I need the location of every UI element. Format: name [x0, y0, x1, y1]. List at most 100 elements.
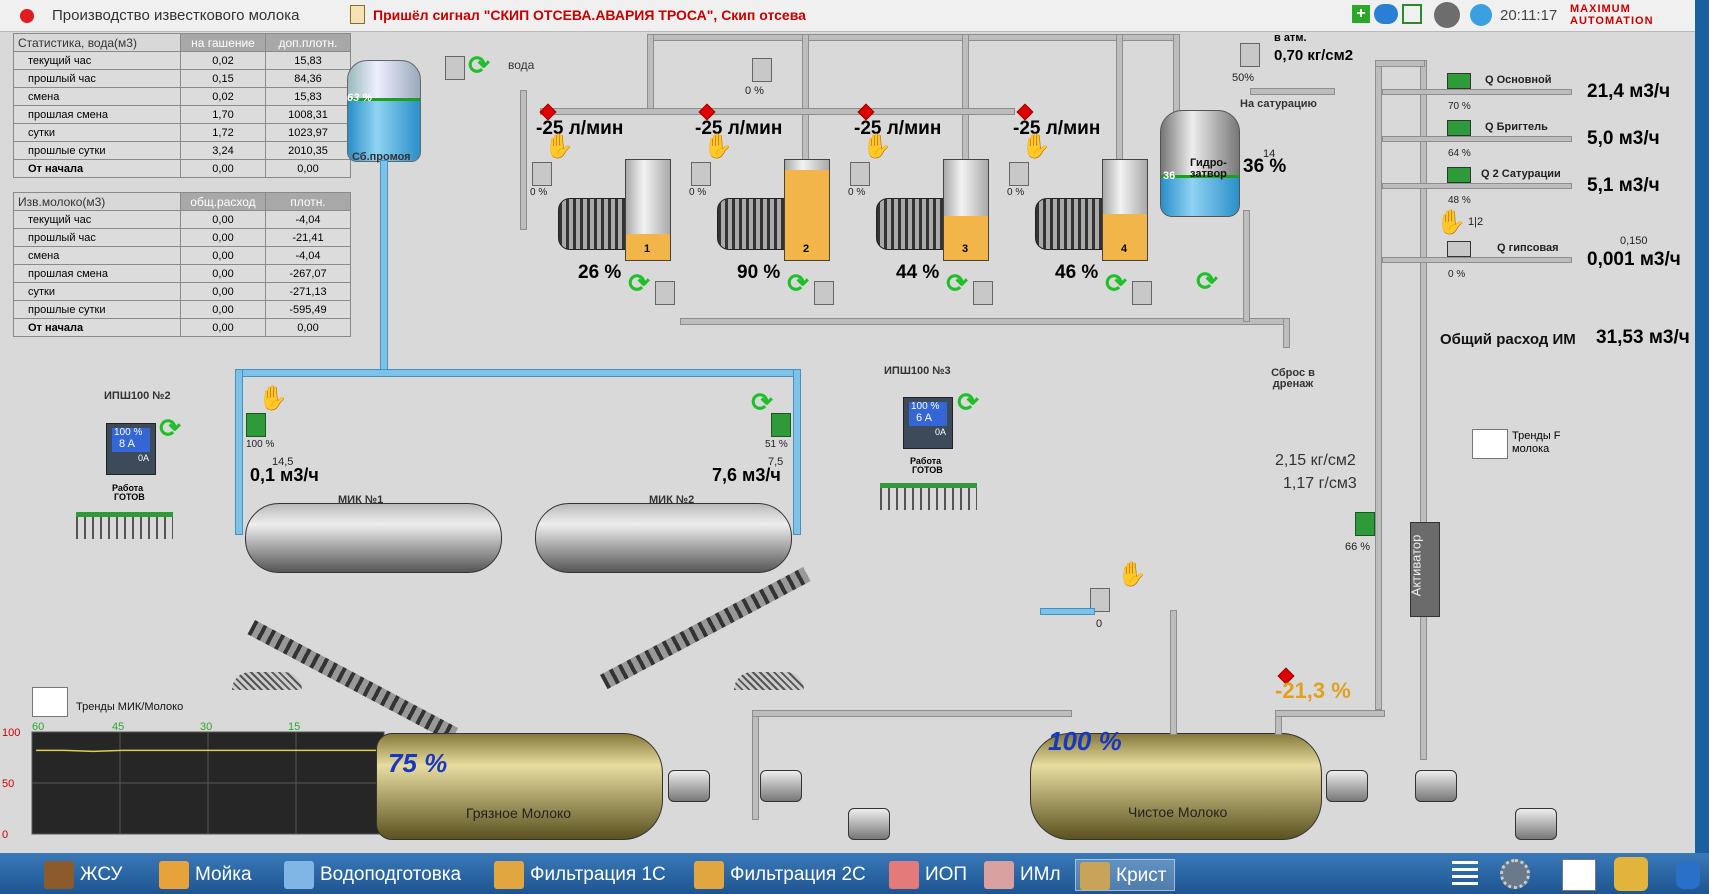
- mik2-valve[interactable]: [771, 413, 791, 437]
- user-icon[interactable]: [1434, 2, 1460, 28]
- mixer-2-hand-icon[interactable]: ✋: [703, 133, 733, 160]
- taskbar-item-label: Фильтрация 1С: [530, 864, 666, 885]
- mixer-2-level: 90 %: [737, 262, 781, 283]
- alarm-message[interactable]: Пришёл сигнал "СКИП ОТСЕВА.АВАРИЯ ТРОСА"…: [373, 7, 806, 23]
- taskbar-item-2[interactable]: Мойка: [155, 859, 280, 891]
- table-cell: прошлые сутки: [13, 141, 181, 160]
- taskbar-item-6[interactable]: ИОП: [885, 859, 980, 891]
- clean-valve[interactable]: [1090, 588, 1110, 612]
- trends-icon[interactable]: [1562, 859, 1596, 891]
- taskbar-item-1[interactable]: ЖСУ: [40, 859, 155, 891]
- clean-milk-tank[interactable]: [1030, 733, 1322, 840]
- add-icon[interactable]: +: [1352, 5, 1370, 23]
- mixer-4-hand-icon[interactable]: ✋: [1021, 133, 1051, 160]
- mixer-4-out-valve[interactable]: [1132, 281, 1152, 305]
- hand-icon-taskbar[interactable]: [1676, 861, 1700, 889]
- pump-1[interactable]: [668, 770, 710, 802]
- taskbar-item-8[interactable]: Крист: [1075, 859, 1175, 891]
- refresh-icon-sb[interactable]: ⟳: [468, 50, 490, 80]
- flow-3-valve[interactable]: [1447, 167, 1471, 183]
- dirty-milk-tank[interactable]: [376, 733, 663, 840]
- flow-2-valve[interactable]: [1447, 120, 1471, 136]
- mixer-2-out-valve[interactable]: [814, 281, 834, 305]
- menu-icon[interactable]: [1452, 861, 1478, 889]
- table-cell: 0,00: [180, 282, 266, 301]
- density2: 1,17 г/см3: [1283, 475, 1357, 492]
- clean-hand-icon[interactable]: ✋: [1117, 561, 1147, 588]
- flow-1-pipe: [1382, 89, 1572, 95]
- engineer-icon[interactable]: [1614, 857, 1648, 891]
- refresh-icon-ipsh3[interactable]: ⟳: [957, 387, 979, 417]
- flow-4-valve[interactable]: [1447, 241, 1471, 257]
- ipsh2-panel[interactable]: [106, 423, 156, 475]
- pump-4[interactable]: [1326, 770, 1368, 802]
- sb-tank[interactable]: [347, 60, 421, 162]
- pump-3[interactable]: [848, 808, 890, 840]
- mixer-4-valve[interactable]: [1009, 162, 1029, 186]
- ipsh3-panel[interactable]: [903, 397, 953, 449]
- taskbar-item-3[interactable]: Водоподготовка: [280, 859, 490, 891]
- mixer-1-out-valve[interactable]: [655, 281, 675, 305]
- refresh-icon-ipsh2[interactable]: ⟳: [159, 413, 181, 443]
- valve-sb-water[interactable]: [445, 56, 465, 80]
- table-cell: 3,24: [180, 141, 266, 160]
- mik1-mill[interactable]: [245, 503, 502, 573]
- mik1-valve[interactable]: [246, 413, 266, 437]
- refresh-icon-hydro[interactable]: ⟳: [1196, 266, 1218, 296]
- flow-1-valve[interactable]: [1447, 73, 1471, 89]
- sat-valve[interactable]: [1240, 43, 1260, 67]
- mik1-hand-icon[interactable]: ✋: [258, 385, 288, 412]
- trend-mik-icon[interactable]: [32, 687, 68, 717]
- mixer-3-tank[interactable]: [943, 159, 989, 261]
- mixer-2-tank[interactable]: [784, 159, 830, 261]
- alarm-icon[interactable]: [350, 5, 365, 24]
- mixer-1-tank[interactable]: [625, 159, 671, 261]
- table-cell: 1,72: [180, 123, 266, 142]
- mixer-4-tank[interactable]: [1102, 159, 1148, 261]
- right-main-pipe2: [1420, 60, 1427, 760]
- mixer-3-hand-icon[interactable]: ✋: [862, 133, 892, 160]
- mixer-2-refresh-icon[interactable]: ⟳: [787, 268, 809, 298]
- chat-icon[interactable]: [1374, 4, 1398, 24]
- taskbar-item-7[interactable]: ИМл: [980, 859, 1075, 891]
- pump-6[interactable]: [1515, 808, 1557, 840]
- mixer-3-out-valve[interactable]: [973, 281, 993, 305]
- mixer-1-valve[interactable]: [532, 162, 552, 186]
- taskbar-item-5[interactable]: Фильтрация 2С: [690, 859, 885, 891]
- mik1-flow: 0,1 м3/ч: [250, 465, 319, 485]
- mixer-3-valve[interactable]: [850, 162, 870, 186]
- mixer-1-refresh-icon[interactable]: ⟳: [628, 268, 650, 298]
- mixer-3-number: 3: [962, 243, 969, 255]
- mixer-1-hand-icon[interactable]: ✋: [544, 133, 574, 160]
- top-valve[interactable]: [752, 58, 772, 82]
- pump-5[interactable]: [1415, 770, 1457, 802]
- mixer-2-valve[interactable]: [691, 162, 711, 186]
- taskbar-item-4[interactable]: Фильтрация 1С: [490, 859, 690, 891]
- taskbar: ЖСУ Мойка Водоподготовка Фильтрация 1С Фильт…: [0, 853, 1709, 894]
- mixer-3-refresh-icon[interactable]: ⟳: [946, 268, 968, 298]
- activator-valve[interactable]: [1355, 512, 1375, 536]
- clean-milk-label: Чистое Молоко: [1128, 804, 1228, 820]
- settings-icon[interactable]: [1500, 859, 1530, 889]
- mixer-4-flow: -25 л/мин: [1013, 118, 1101, 139]
- telegram-icon[interactable]: [1470, 4, 1492, 26]
- flow-2-value: 5,0 м3/ч: [1587, 128, 1660, 149]
- flow-4-mode: 1|2: [1468, 216, 1484, 228]
- trend-f-icon[interactable]: [1472, 429, 1508, 459]
- network-icon[interactable]: [1402, 4, 1422, 24]
- hydro-label: Гидро-затвор: [1190, 157, 1227, 180]
- refresh-icon-mik2[interactable]: ⟳: [751, 387, 773, 417]
- activator-valve-value: 66 %: [1345, 541, 1371, 553]
- pile-right: [734, 672, 804, 690]
- flow-gips-hand-icon[interactable]: ✋: [1436, 209, 1466, 236]
- taskbar-item-label: Мойка: [195, 864, 252, 885]
- close-icon[interactable]: [20, 9, 34, 23]
- hydro-tank[interactable]: [1160, 110, 1240, 217]
- activator[interactable]: [1410, 522, 1440, 617]
- mik2-mill[interactable]: [535, 503, 792, 573]
- trend-f-label: Тренды F молока: [1512, 430, 1561, 455]
- pump-2[interactable]: [760, 770, 802, 802]
- mixer-4-refresh-icon[interactable]: ⟳: [1105, 268, 1127, 298]
